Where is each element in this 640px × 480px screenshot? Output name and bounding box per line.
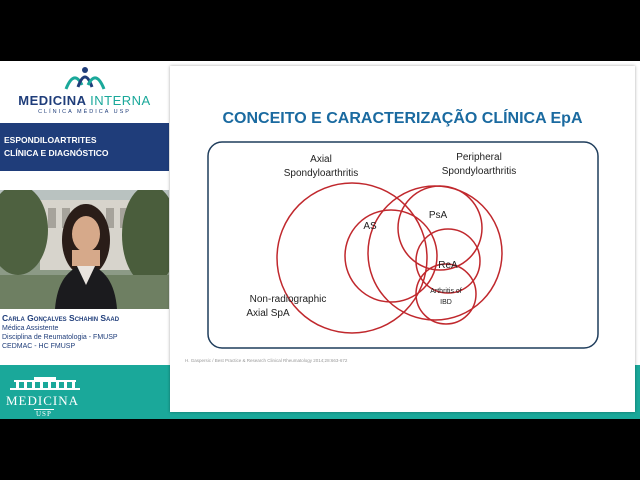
medicina-usp-logo: MEDICINA USP bbox=[0, 374, 90, 419]
label-peripheral-line1: Peripheral bbox=[456, 152, 502, 163]
speaker-role: Médica Assistente bbox=[2, 325, 59, 332]
usp-word: USP bbox=[34, 409, 54, 418]
axial-spa-circle bbox=[276, 182, 428, 334]
as-circle bbox=[344, 209, 438, 303]
label-ibd-line2: IBD bbox=[440, 299, 452, 306]
ibd-arthritis-circle bbox=[415, 263, 477, 325]
course-subtitle: CLÍNICA E DIAGNÓSTICO bbox=[4, 148, 109, 158]
venn-diagram: Axial Spondyloarthritis Peripheral Spond… bbox=[207, 141, 599, 349]
logo-figure-icon bbox=[64, 67, 106, 90]
logo-subtitle: CLÍNICA MÉDICA USP bbox=[38, 109, 131, 115]
label-psa: PsA bbox=[429, 210, 448, 221]
speaker-department: Disciplina de Reumatologia - FMUSP bbox=[2, 334, 118, 341]
label-rea: ReA bbox=[438, 260, 458, 271]
left-panel: MEDICINA INTERNA CLÍNICA MÉDICA USP ESPO… bbox=[0, 61, 169, 419]
logo-title-accent: INTERNA bbox=[90, 93, 151, 108]
rea-circle bbox=[415, 228, 481, 294]
video-frame: MEDICINA INTERNA CLÍNICA MÉDICA USP ESPO… bbox=[0, 61, 640, 419]
citation: H. Gaspersic / Best Practice & Research … bbox=[185, 358, 348, 363]
speaker-institution: CEDMAC - HC FMUSP bbox=[2, 343, 76, 350]
logo-title: MEDICINA INTERNA bbox=[0, 93, 169, 108]
medicina-interna-logo: MEDICINA INTERNA CLÍNICA MÉDICA USP bbox=[0, 61, 169, 121]
speaker-info: Carla Gonçalves Schahin Saad Médica Assi… bbox=[2, 313, 168, 351]
psa-circle bbox=[397, 185, 483, 271]
label-axial-line1: Axial bbox=[310, 154, 332, 165]
medicina-word: MEDICINA bbox=[6, 393, 79, 408]
label-nonradiographic-line1: Non-radiographic bbox=[250, 294, 327, 305]
label-axial-line2: Spondyloarthritis bbox=[284, 168, 358, 179]
logo-title-main: MEDICINA bbox=[18, 93, 91, 108]
label-nonradiographic-line2: Axial SpA bbox=[246, 308, 290, 319]
speaker-name: Carla Gonçalves Schahin Saad bbox=[2, 313, 120, 323]
slide: CONCEITO E CARACTERIZAÇÃO CLÍNICA EpA Ax… bbox=[170, 66, 635, 412]
label-peripheral-line2: Spondyloarthritis bbox=[442, 166, 516, 177]
course-banner: ESPONDILOARTRITES CLÍNICA E DIAGNÓSTICO bbox=[0, 123, 169, 171]
speaker-photo bbox=[0, 190, 169, 309]
building-icon bbox=[10, 377, 80, 390]
course-title: ESPONDILOARTRITES bbox=[4, 135, 97, 145]
label-as: AS bbox=[363, 221, 377, 232]
speaker-photo-illustration bbox=[0, 190, 169, 309]
diagram-border bbox=[207, 141, 599, 349]
slide-title: CONCEITO E CARACTERIZAÇÃO CLÍNICA EpA bbox=[222, 110, 583, 127]
label-ibd-line1: Arthritis of bbox=[430, 288, 462, 295]
peripheral-spa-circle bbox=[367, 185, 503, 321]
